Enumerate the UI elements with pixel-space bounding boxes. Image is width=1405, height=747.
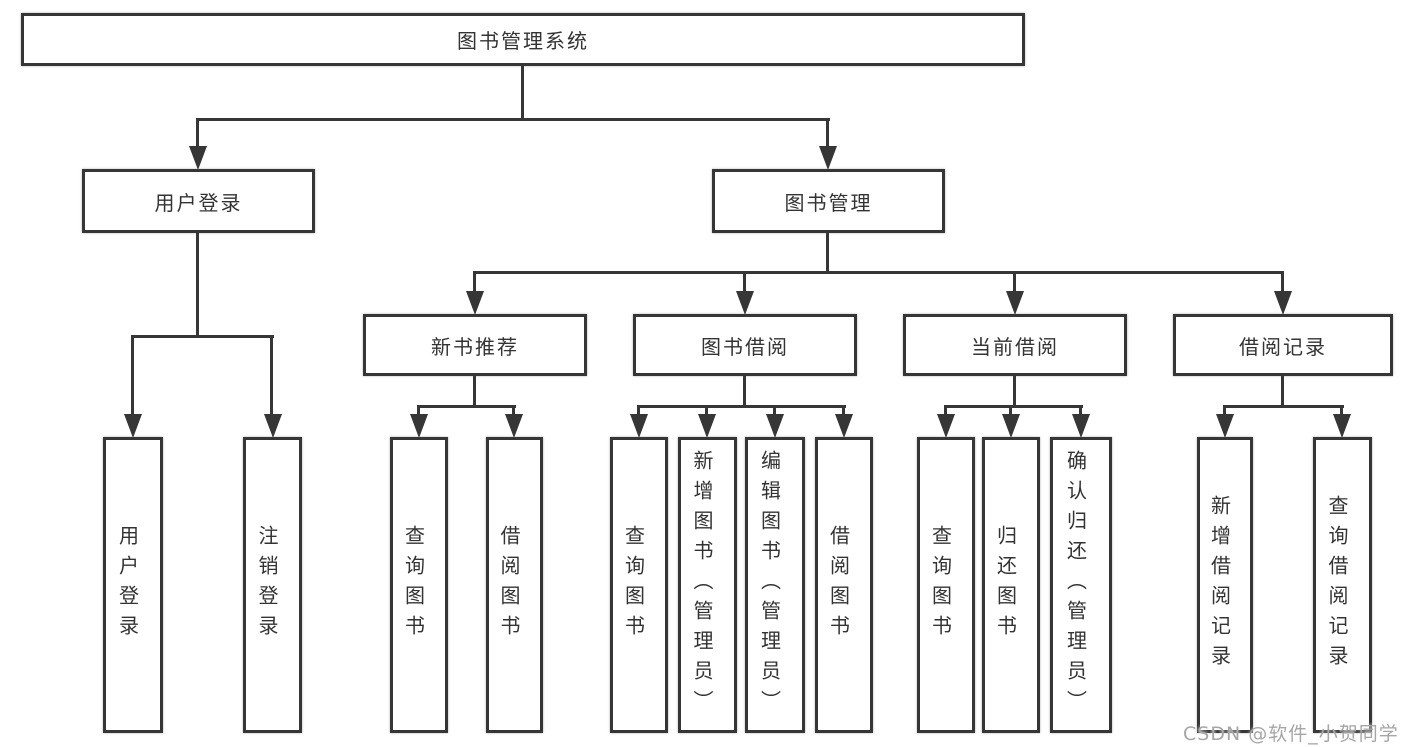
arrowhead-g3-4	[835, 414, 853, 438]
connector-book-mgmt-stem	[826, 233, 829, 274]
connector-user-login-branch	[131, 335, 274, 338]
node-current-borrow-label: 当前借阅	[971, 334, 1059, 359]
connector-arrow-shaft-g5-2	[1340, 405, 1343, 418]
node-borrow-records-label: 借阅记录	[1239, 334, 1327, 359]
node-book-management-label: 图书管理	[784, 190, 873, 215]
connector-borrow-branch	[637, 405, 846, 408]
leaf-add-borrow-record: 新增借阅记录	[1197, 437, 1253, 733]
arrowhead-login-leaf2	[264, 414, 282, 438]
node-new-book-recommend: 新书推荐	[363, 314, 587, 376]
connector-arrow-shaft-book-mgmt	[826, 118, 829, 150]
leaf-confirm-return-admin-label: 确认归还（管理员）	[1063, 450, 1088, 720]
arrowhead-g4-1	[937, 414, 955, 438]
node-book-borrow-label: 图书借阅	[701, 334, 789, 359]
leaf-user-login-label: 用户登录	[115, 525, 140, 645]
connector-arrow-shaft-g4-3	[1079, 405, 1082, 418]
leaf-recommend-query-books: 查询图书	[390, 437, 448, 733]
leaf-add-books-admin: 新增图书（管理员）	[678, 437, 737, 733]
connector-arrow-shaft-recommend	[473, 271, 476, 295]
connector-arrow-shaft-user-login	[196, 118, 199, 150]
connector-root-branch	[196, 118, 830, 121]
leaf-logout-label: 注销登录	[255, 525, 279, 645]
leaf-borrow-query-books-label: 查询图书	[621, 525, 646, 645]
leaf-borrow-books: 借阅图书	[815, 437, 873, 733]
leaf-recommend-borrow-books: 借阅图书	[486, 437, 543, 733]
node-book-management: 图书管理	[712, 169, 945, 233]
leaf-add-borrow-record-label: 新增借阅记录	[1207, 495, 1232, 675]
node-book-borrow: 图书借阅	[633, 314, 857, 376]
connector-recommend-branch	[417, 405, 516, 408]
node-root-system: 图书管理系统	[21, 13, 1025, 66]
connector-arrow-shaft-g3-2	[705, 405, 708, 418]
connector-arrow-shaft-g2-1	[417, 405, 420, 418]
leaf-recommend-borrow-books-label: 借阅图书	[497, 525, 521, 645]
arrowhead-login-leaf1	[124, 414, 142, 438]
leaf-current-query-books-label: 查询图书	[928, 525, 953, 645]
node-borrow-records: 借阅记录	[1173, 314, 1393, 376]
leaf-return-books: 归还图书	[982, 437, 1040, 733]
leaf-edit-books-admin: 编辑图书（管理员）	[745, 437, 805, 733]
connector-user-login-stem	[196, 233, 199, 337]
connector-current-branch	[944, 405, 1083, 408]
arrowhead-g2-2	[505, 414, 523, 438]
connector-arrow-shaft-g3-3	[773, 405, 776, 418]
connector-borrow-stem	[743, 376, 746, 407]
arrowhead-g3-2	[698, 414, 716, 438]
connector-records-stem	[1281, 376, 1284, 407]
arrowhead-g3-3	[766, 414, 784, 438]
connector-root-stem	[521, 66, 524, 119]
connector-records-branch	[1223, 405, 1344, 408]
arrowhead-g5-1	[1216, 414, 1234, 438]
arrowhead-g4-3	[1072, 414, 1090, 438]
connector-arrow-shaft-g4-1	[944, 405, 947, 418]
arrowhead-g5-2	[1333, 414, 1351, 438]
arrowhead-records	[1274, 291, 1292, 315]
leaf-logout: 注销登录	[243, 437, 302, 733]
node-user-login-label: 用户登录	[154, 190, 243, 215]
leaf-borrow-query-books: 查询图书	[610, 437, 668, 733]
node-root-system-label: 图书管理系统	[457, 29, 589, 53]
connector-arrow-shaft-g5-1	[1223, 405, 1226, 418]
connector-arrow-shaft-g4-2	[1009, 405, 1012, 418]
leaf-return-books-label: 归还图书	[993, 525, 1018, 645]
leaf-current-query-books: 查询图书	[917, 437, 975, 733]
arrowhead-g4-2	[1002, 414, 1020, 438]
connector-arrow-shaft-g2-2	[512, 405, 515, 418]
connector-arrow-shaft-records	[1281, 271, 1284, 295]
leaf-query-borrow-record: 查询借阅记录	[1313, 437, 1372, 733]
leaf-edit-books-admin-label: 编辑图书（管理员）	[757, 450, 782, 720]
node-new-book-recommend-label: 新书推荐	[431, 334, 519, 359]
leaf-confirm-return-admin: 确认归还（管理员）	[1050, 437, 1112, 733]
leaf-recommend-query-books-label: 查询图书	[401, 525, 426, 645]
arrowhead-user-login	[189, 146, 207, 170]
csdn-watermark: CSDN @软件_小贺同学	[1183, 723, 1399, 745]
connector-current-stem	[1013, 376, 1016, 407]
arrowhead-book-mgmt	[819, 146, 837, 170]
node-user-login: 用户登录	[82, 169, 315, 233]
connector-level3-branch	[473, 271, 1284, 274]
leaf-query-borrow-record-label: 查询借阅记录	[1325, 495, 1349, 675]
connector-arrow-shaft-login-leaf2	[270, 335, 273, 417]
connector-arrow-shaft-g3-1	[637, 405, 640, 418]
connector-arrow-shaft-borrow	[743, 271, 746, 295]
arrowhead-current	[1006, 291, 1024, 315]
leaf-user-login: 用户登录	[103, 437, 163, 733]
node-current-borrow: 当前借阅	[903, 314, 1127, 376]
connector-arrow-shaft-g3-4	[842, 405, 845, 418]
leaf-add-books-admin-label: 新增图书（管理员）	[690, 450, 714, 720]
leaf-borrow-books-label: 借阅图书	[826, 525, 851, 645]
arrowhead-g3-1	[630, 414, 648, 438]
connector-arrow-shaft-login-leaf1	[131, 335, 134, 417]
arrowhead-borrow	[736, 291, 754, 315]
arrowhead-g2-1	[410, 414, 428, 438]
connector-arrow-shaft-current	[1013, 271, 1016, 295]
arrowhead-recommend	[466, 291, 484, 315]
connector-recommend-stem	[473, 376, 476, 407]
